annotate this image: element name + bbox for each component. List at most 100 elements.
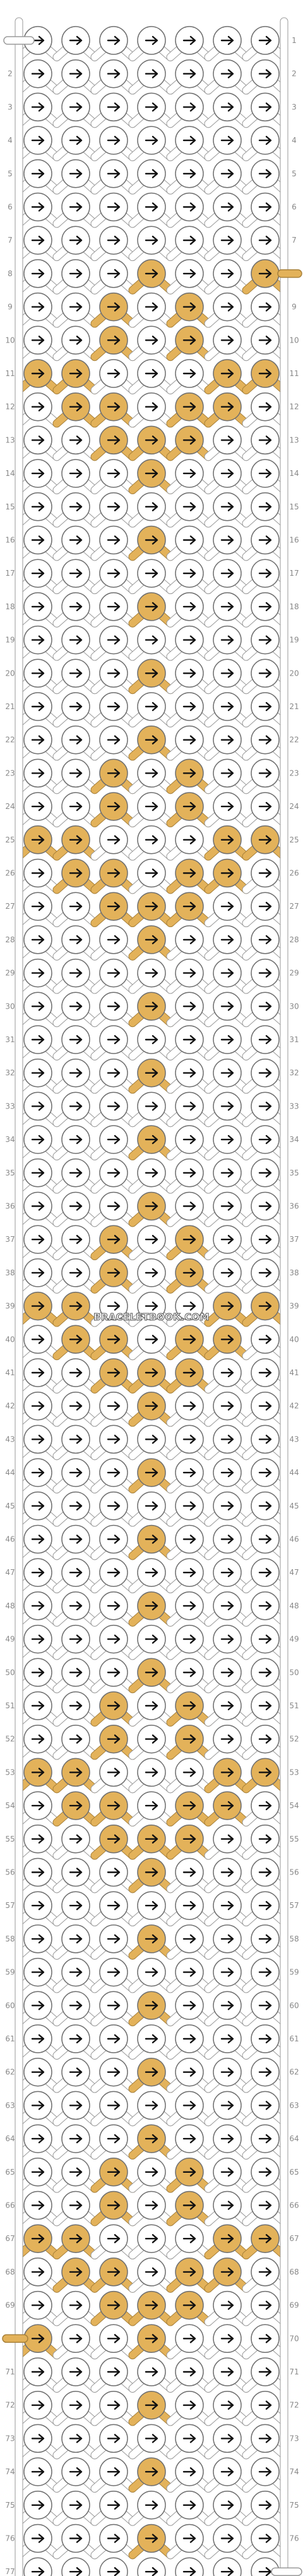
row-number-left: 46	[5, 1535, 15, 1544]
row-number-left: 51	[5, 1701, 15, 1710]
right-arrow-icon	[145, 135, 158, 145]
row-number-left: 61	[5, 2034, 15, 2043]
right-arrow-icon	[182, 1235, 196, 1244]
right-arrow-icon	[69, 1401, 83, 1411]
row-number-right: 53	[289, 1768, 299, 1777]
right-arrow-icon	[145, 102, 158, 112]
right-arrow-icon	[182, 2067, 196, 2077]
row-number-right: 56	[289, 1868, 299, 1877]
right-arrow-icon	[258, 2234, 272, 2244]
right-arrow-icon	[220, 1834, 234, 1844]
right-arrow-icon	[31, 1035, 45, 1045]
right-arrow-icon	[69, 2300, 83, 2310]
right-arrow-icon	[31, 2434, 45, 2443]
right-arrow-icon	[31, 1868, 45, 1877]
right-arrow-icon	[145, 902, 158, 911]
right-arrow-icon	[258, 2534, 272, 2543]
right-arrow-icon	[107, 1168, 121, 1177]
right-arrow-icon	[145, 269, 158, 279]
row-number-left: 13	[5, 435, 15, 444]
right-arrow-icon	[31, 2101, 45, 2110]
right-arrow-icon	[31, 1401, 45, 1411]
right-arrow-icon	[69, 1235, 83, 1244]
right-arrow-icon	[31, 1235, 45, 1244]
right-arrow-icon	[31, 2367, 45, 2377]
right-arrow-icon	[258, 2400, 272, 2410]
right-arrow-icon	[258, 2034, 272, 2044]
right-arrow-icon	[145, 835, 158, 844]
row-number-right: 6	[292, 203, 297, 212]
right-arrow-icon	[220, 202, 234, 212]
right-arrow-icon	[220, 2234, 234, 2244]
right-arrow-icon	[258, 402, 272, 411]
row-number-left: 3	[8, 102, 13, 111]
right-arrow-icon	[145, 2434, 158, 2443]
right-arrow-icon	[69, 602, 83, 612]
row-number-right: 66	[289, 2201, 299, 2210]
row-number-right: 63	[289, 2101, 299, 2110]
right-arrow-icon	[107, 2500, 121, 2510]
right-arrow-icon	[220, 635, 234, 645]
right-arrow-icon	[107, 968, 121, 978]
row-number-left: 39	[5, 1302, 15, 1311]
row-number-right: 36	[289, 1202, 299, 1211]
right-arrow-icon	[145, 1868, 158, 1877]
strand-end-top-left	[3, 36, 35, 45]
right-arrow-icon	[69, 1467, 83, 1478]
row-number-right: 32	[289, 1069, 299, 1078]
right-arrow-icon	[69, 1534, 83, 1544]
right-arrow-icon	[107, 2400, 121, 2410]
right-arrow-icon	[31, 1701, 45, 1711]
right-arrow-icon	[220, 1068, 234, 1078]
right-arrow-icon	[220, 368, 234, 379]
right-arrow-icon	[258, 1501, 272, 1510]
right-arrow-icon	[182, 2201, 196, 2210]
right-arrow-icon	[182, 135, 196, 145]
right-arrow-icon	[31, 169, 45, 178]
right-arrow-icon	[107, 1601, 121, 1611]
right-arrow-icon	[31, 2134, 45, 2144]
right-arrow-icon	[31, 336, 45, 345]
row-number-right: 74	[289, 2467, 299, 2476]
right-arrow-icon	[145, 1934, 158, 1944]
right-arrow-icon	[107, 1435, 121, 1444]
right-arrow-icon	[31, 2467, 45, 2477]
row-number-right: 27	[289, 902, 299, 911]
right-arrow-icon	[258, 435, 272, 445]
right-arrow-icon	[220, 35, 234, 46]
right-arrow-icon	[258, 169, 272, 178]
right-arrow-icon	[107, 435, 121, 445]
row-number-left: 24	[5, 802, 15, 811]
right-arrow-icon	[182, 602, 196, 612]
right-arrow-icon	[69, 1934, 83, 1944]
right-arrow-icon	[258, 2467, 272, 2477]
right-arrow-icon	[145, 801, 158, 811]
right-arrow-icon	[69, 2067, 83, 2077]
right-arrow-icon	[182, 669, 196, 678]
row-number-right: 68	[289, 2268, 299, 2276]
right-arrow-icon	[145, 236, 158, 245]
right-arrow-icon	[182, 35, 196, 46]
right-arrow-icon	[69, 2500, 83, 2510]
right-arrow-icon	[182, 1634, 196, 1644]
right-arrow-icon	[107, 2134, 121, 2144]
right-arrow-icon	[258, 2300, 272, 2310]
right-arrow-icon	[31, 2201, 45, 2210]
row-number-right: 29	[289, 969, 299, 978]
right-arrow-icon	[31, 1268, 45, 1278]
right-arrow-icon	[69, 2034, 83, 2044]
right-arrow-icon	[145, 1235, 158, 1244]
right-arrow-icon	[31, 1768, 45, 1777]
right-arrow-icon	[107, 1701, 121, 1711]
right-arrow-icon	[220, 236, 234, 245]
right-arrow-icon	[69, 35, 83, 46]
row-number-right: 14	[289, 469, 299, 478]
right-arrow-icon	[220, 2300, 234, 2310]
row-number-right: 58	[289, 1935, 299, 1943]
row-number-right: 23	[289, 769, 299, 777]
right-arrow-icon	[69, 69, 83, 78]
right-arrow-icon	[69, 336, 83, 345]
right-arrow-icon	[107, 1534, 121, 1544]
right-arrow-icon	[220, 735, 234, 744]
row-number-left: 26	[5, 869, 15, 878]
